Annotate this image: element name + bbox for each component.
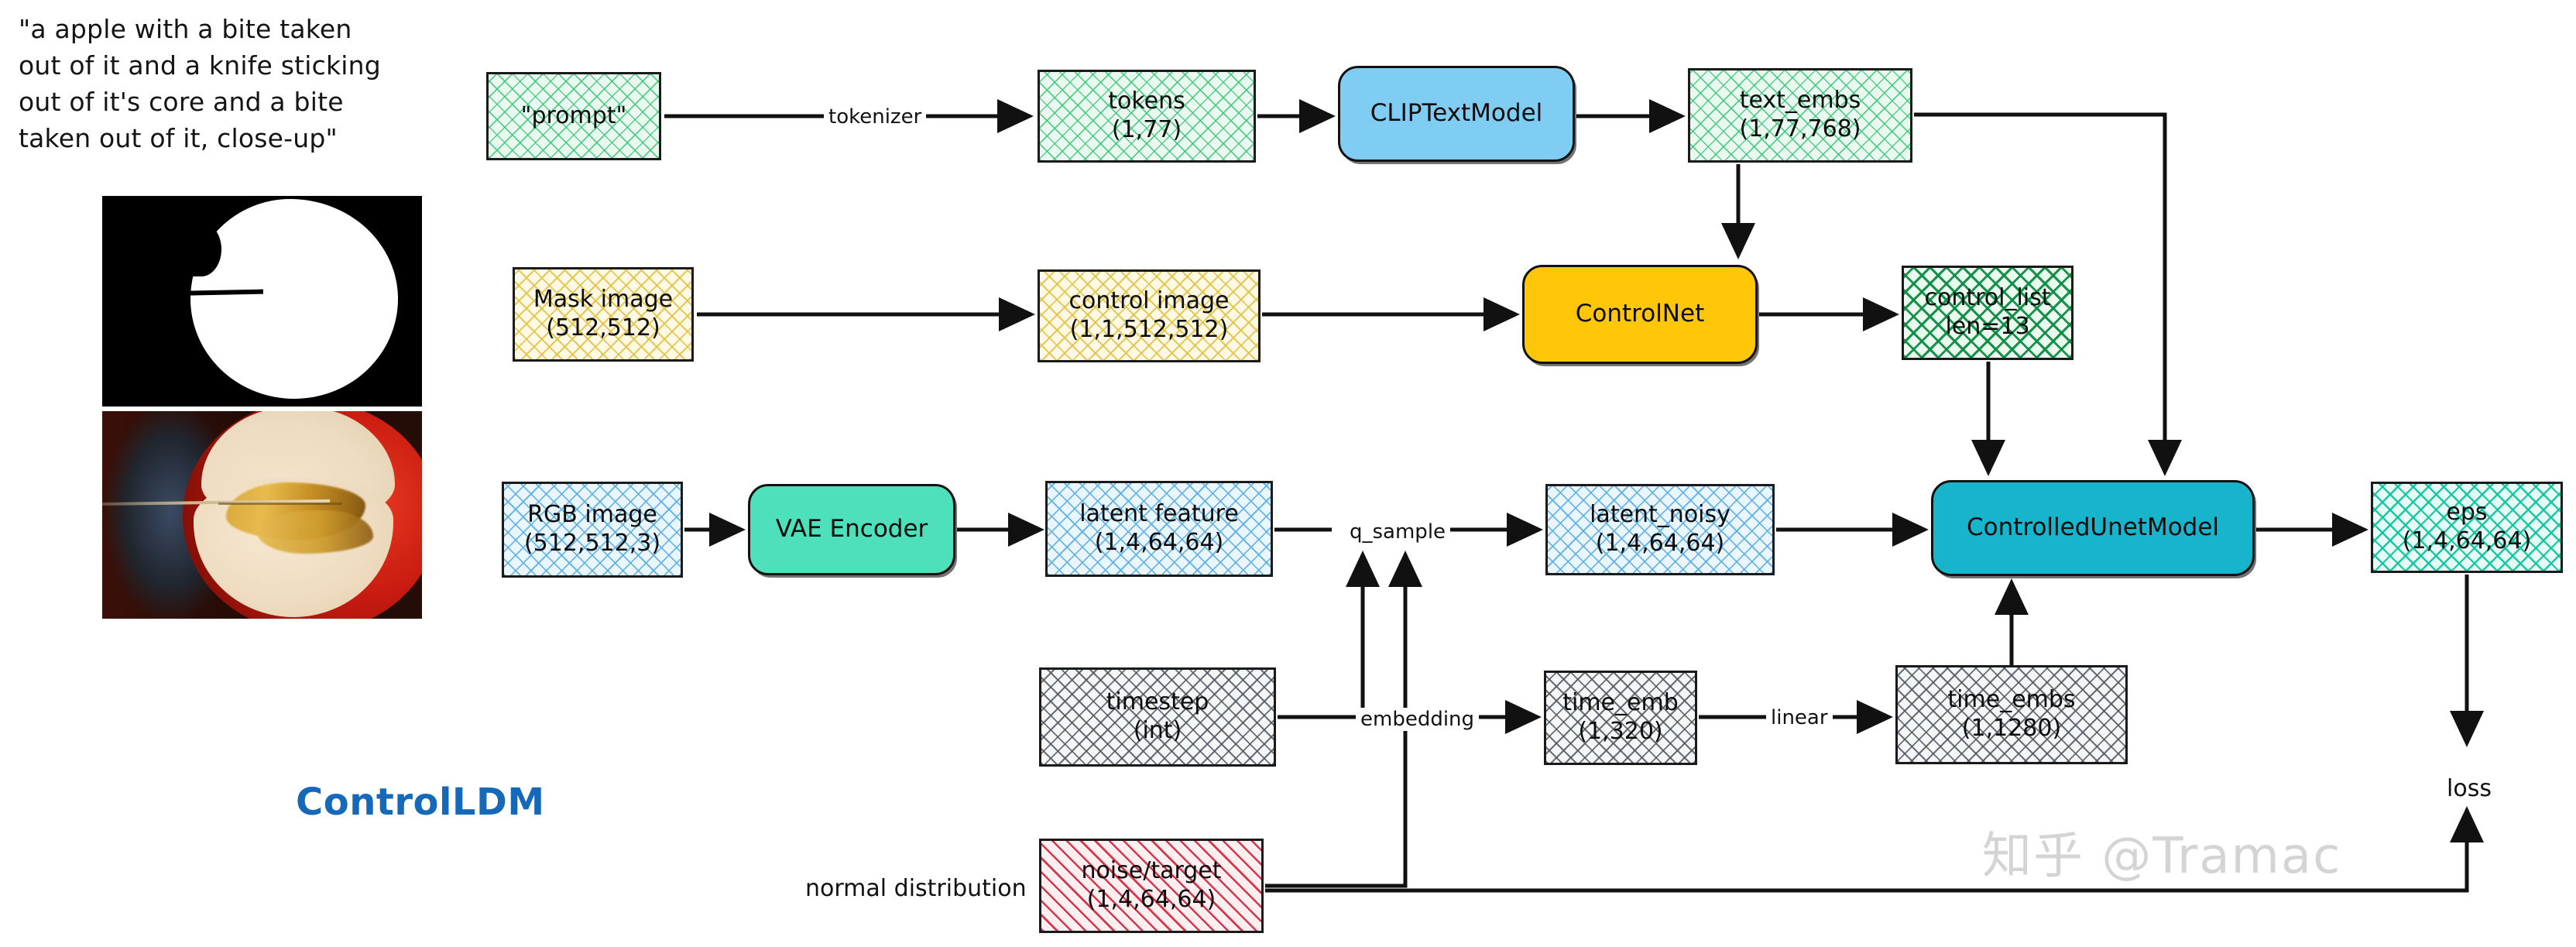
node-eps[interactable]: eps(1,4,64,64)	[2371, 482, 2563, 573]
node-rgb_image[interactable]: RGB image(512,512,3)	[502, 482, 683, 578]
node-time_emb-shape: (1,320)	[1578, 718, 1663, 745]
node-latent_noisy-shape: (1,4,64,64)	[1595, 530, 1725, 557]
node-latent_feature-label: latent feature	[1079, 500, 1239, 528]
node-controlnet[interactable]: ControlNet	[1522, 265, 1758, 364]
node-clip_text_model[interactable]: CLIPTextModel	[1338, 66, 1575, 162]
node-latent_feature-shape: (1,4,64,64)	[1094, 529, 1224, 556]
node-prompt[interactable]: "prompt"	[486, 72, 661, 160]
node-controlled_unet[interactable]: ControlledUnetModel	[1931, 480, 2255, 576]
node-noise_target-label: noise/target	[1081, 857, 1222, 885]
node-mask_image-label: Mask image	[533, 286, 674, 314]
node-control_list-shape: len=13	[1945, 313, 2030, 340]
prompt-caption-text: "a apple with a bite taken out of it and…	[19, 14, 381, 153]
node-timestep-shape: (int)	[1133, 717, 1182, 744]
node-text_embs-shape: (1,77,768)	[1739, 115, 1861, 142]
node-control_list-label: control_list	[1924, 284, 2051, 312]
node-latent_noisy[interactable]: latent_noisy(1,4,64,64)	[1545, 484, 1775, 575]
node-time_embs-label: time_embs	[1947, 686, 2076, 714]
node-noise_target-shape: (1,4,64,64)	[1086, 886, 1216, 913]
node-tokens[interactable]: tokens(1,77)	[1038, 70, 1256, 163]
mask-image-thumbnail	[102, 196, 422, 407]
edge-label-linear: linear	[1766, 706, 1833, 729]
node-control_image-shape: (1,1,512,512)	[1069, 316, 1229, 343]
node-text_embs-label: text_embs	[1739, 87, 1861, 115]
node-prompt-label: "prompt"	[520, 101, 627, 129]
node-tokens-shape: (1,77)	[1111, 116, 1182, 143]
node-latent_noisy-label: latent_noisy	[1590, 501, 1730, 529]
watermark: 知乎 @Tramac	[1982, 828, 2342, 885]
edge-label-loss: loss	[2447, 775, 2492, 802]
node-tokens-label: tokens	[1108, 87, 1185, 115]
page-title: ControlLDM	[296, 781, 545, 824]
node-rgb_image-label: RGB image	[527, 501, 657, 529]
node-vae_encoder[interactable]: VAE Encoder	[748, 484, 955, 575]
node-control_image-label: control image	[1068, 287, 1230, 315]
rgb-image-thumbnail	[102, 411, 422, 619]
node-eps-label: eps	[2446, 499, 2488, 527]
node-latent_feature[interactable]: latent feature(1,4,64,64)	[1045, 481, 1273, 577]
edge-label-q_sample: q_sample	[1345, 520, 1451, 544]
node-time_emb-label: time_emb	[1562, 689, 1679, 717]
node-mask_image[interactable]: Mask image(512,512)	[513, 267, 694, 362]
rgb-knife-shadow	[218, 503, 342, 505]
edge-label-tokenizer: tokenizer	[824, 105, 927, 129]
node-controlnet-label: ControlNet	[1575, 300, 1705, 328]
node-controlled_unet-label: ControlledUnetModel	[1966, 513, 2220, 542]
rgb-apple-core-highlight	[257, 510, 373, 554]
node-rgb_image-shape: (512,512,3)	[523, 530, 661, 557]
mask-bite-notch	[181, 222, 221, 276]
node-control_image[interactable]: control image(1,1,512,512)	[1038, 269, 1261, 362]
node-clip_text_model-label: CLIPTextModel	[1370, 99, 1543, 128]
node-timestep-label: timestep	[1106, 688, 1209, 716]
node-time_embs[interactable]: time_embs(1,1280)	[1895, 665, 2128, 764]
node-vae_encoder-label: VAE Encoder	[775, 515, 928, 544]
node-eps-shape: (1,4,64,64)	[2402, 527, 2532, 554]
node-mask_image-shape: (512,512)	[546, 314, 660, 341]
mask-blob-shape	[190, 199, 398, 399]
edge-label-normal_distribution: normal distribution	[805, 875, 1027, 902]
node-text_embs[interactable]: text_embs(1,77,768)	[1688, 68, 1912, 163]
node-timestep[interactable]: timestep(int)	[1039, 667, 1276, 767]
node-time_emb[interactable]: time_emb(1,320)	[1544, 671, 1697, 765]
edge-label-embedding: embedding	[1356, 708, 1480, 731]
node-time_embs-shape: (1,1280)	[1961, 715, 2062, 742]
node-noise_target[interactable]: noise/target(1,4,64,64)	[1039, 839, 1264, 933]
